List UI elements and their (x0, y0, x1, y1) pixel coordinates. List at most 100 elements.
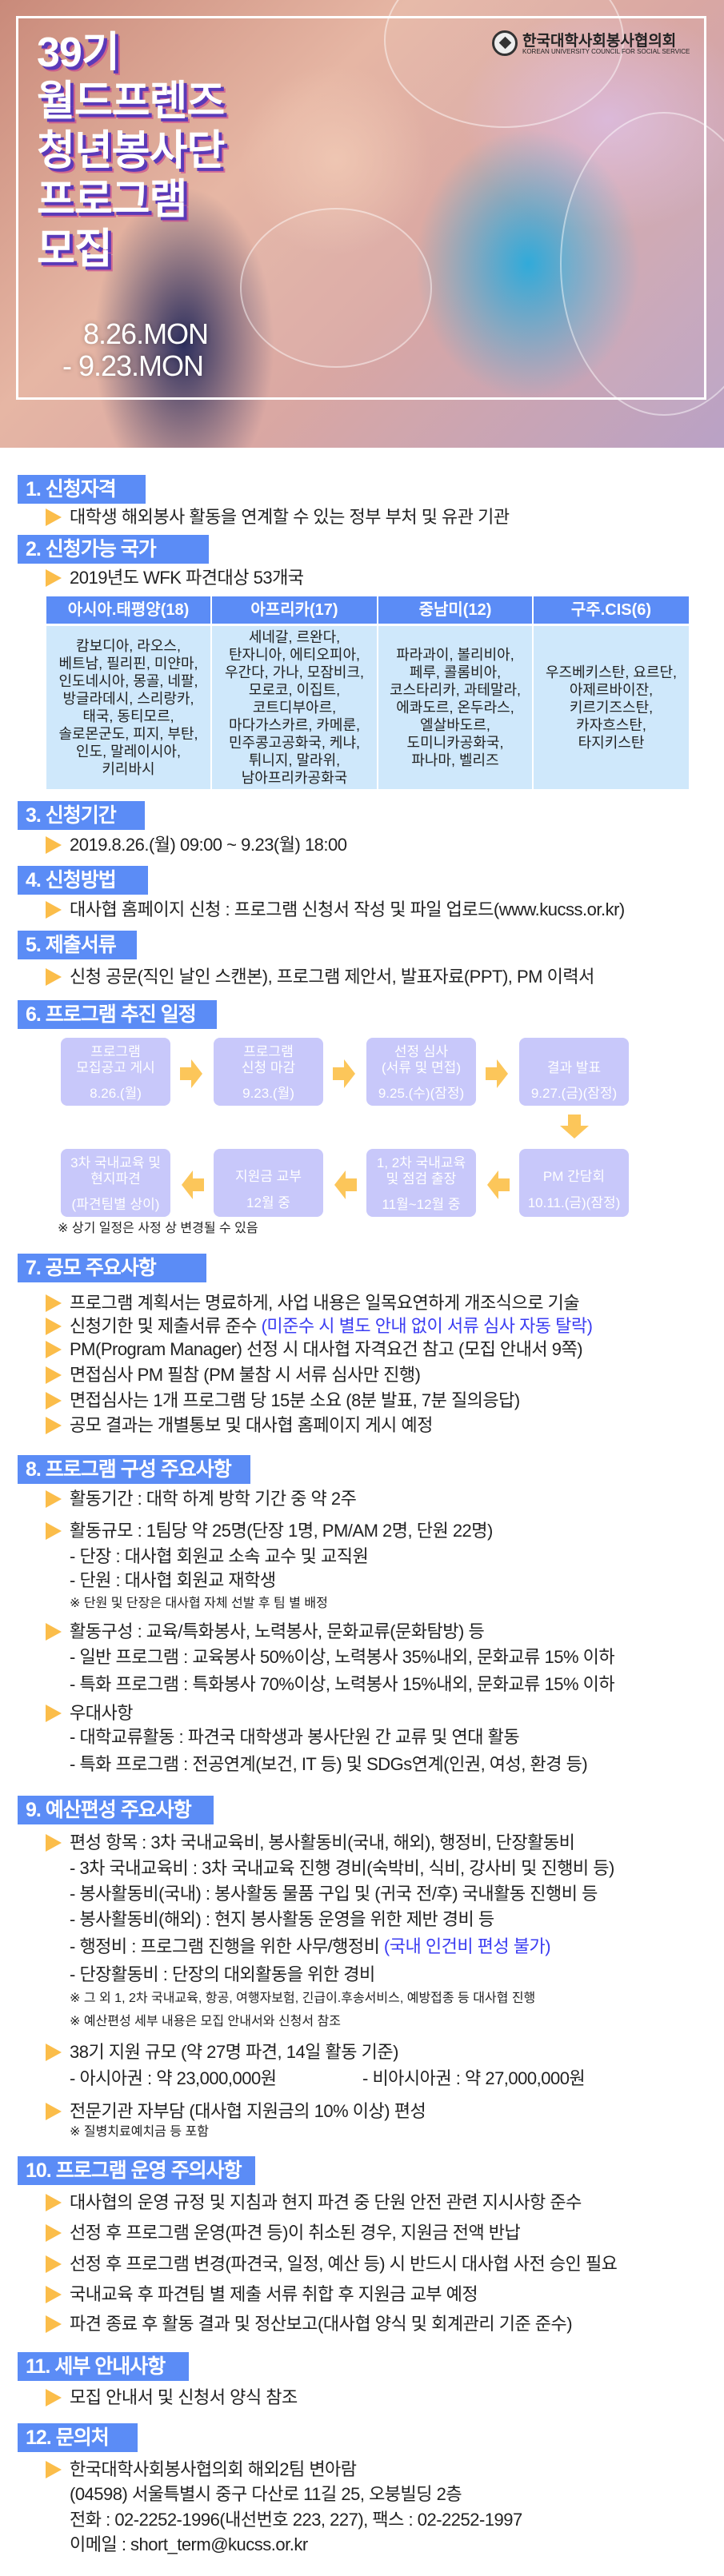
logo-korean: 한국대학사회봉사협의회 (522, 33, 677, 50)
country-line: 파라과이, 볼리비아, (396, 647, 514, 663)
country-line: 우간다, 가나, 모잠비크, (224, 664, 365, 680)
bullet-text: 활동기간 : 대학 하계 방학 기간 중 약 2주 (70, 1489, 357, 1509)
bubble-decoration (560, 112, 724, 416)
sub-item: - 특화 프로그램 : 전공연계(보건, IT 등) 및 SDGs연계(인권, … (70, 1754, 588, 1774)
table-cell: 세네갈, 르완다,탄자니아, 에티오피아,우간다, 가나, 모잠비크,모로코, … (212, 626, 378, 789)
bullet-text: 대사협의 운영 규정 및 지침과 현지 파견 중 단원 안전 관련 지시사항 준… (70, 2192, 582, 2212)
country-line: 인도네시아, 몽골, 네팔, (58, 673, 198, 689)
country-line: 태국, 동티모르, (82, 708, 174, 724)
country-line: 마다가스카르, 카메룬, (228, 717, 361, 733)
country-line: 인도, 말레이시아, (76, 744, 181, 760)
step-label: 3차 국내교육 및 (70, 1155, 161, 1170)
sub-item: - 단원 : 대사협 회원교 재학생 (70, 1570, 276, 1590)
country-line: 모로코, 이집트, (248, 682, 341, 698)
country-line: 엘살바도르, (420, 717, 490, 733)
schedule-step: 결과 발표 9.27.(금)(잠정) (519, 1038, 629, 1106)
bullet-triangle-icon (46, 2044, 62, 2061)
bullet-triangle-icon (46, 2194, 62, 2211)
warning-text: (국내 인건비 편성 불가) (383, 1936, 551, 1956)
section-header-details: 11. 세부 안내사항 (18, 2352, 189, 2381)
step-date: 9.27.(금)(잠정) (530, 1086, 618, 1101)
bullet-triangle-icon (46, 1294, 62, 1312)
step-label: 현지파견 (90, 1171, 141, 1186)
hero-date-start: 8.26.MON (83, 317, 209, 350)
section-header-notice: 7. 공모 주요사항 (18, 1254, 206, 1282)
arrow-left-icon (486, 1170, 510, 1199)
bullet-triangle-icon (46, 1341, 62, 1358)
step-label: (서류 및 면접) (382, 1060, 461, 1075)
section-header-operation: 10. 프로그램 운영 주의사항 (18, 2156, 255, 2185)
bullet-text: 면접심사는 1개 프로그램 당 15분 소요 (8분 발표, 7분 질의응답) (70, 1390, 520, 1410)
section-header-period: 3. 신청기간 (18, 801, 145, 830)
section-header-contact: 12. 문의처 (18, 2423, 138, 2452)
hero-frame (16, 16, 706, 400)
bullet-triangle-icon (46, 2461, 62, 2478)
logo-english: KOREAN UNIVERSITY COUNCIL FOR SOCIAL SER… (522, 48, 690, 55)
bullet-text: 2019.8.26.(월) 09:00 ~ 9.23(월) 18:00 (70, 835, 347, 855)
arrow-left-icon (180, 1170, 204, 1199)
country-line: 카자흐스탄, (576, 717, 646, 733)
step-date: 8.26.(월) (90, 1086, 142, 1101)
sub-item: - 단장활동비 : 단장의 대외활동을 위한 경비 (70, 1964, 375, 1984)
sub-item: - 봉사활동비(국내) : 봉사활동 물품 구입 및 (귀국 전/후) 국내활동… (70, 1884, 598, 1904)
bullet-text: 우대사항 (70, 1703, 133, 1723)
step-label: 신청 마감 (241, 1060, 296, 1075)
contact-address: (04598) 서울특별시 중구 다산로 11길 25, 오붕빌딩 2층 (70, 2484, 462, 2504)
section-header-budget: 9. 예산편성 주요사항 (18, 1796, 214, 1824)
country-line: 에콰도르, 온두라스, (396, 700, 514, 716)
contact-phone: 전화 : 02-2252-1996(내선번호 223, 227), 팩스 : 0… (70, 2510, 522, 2530)
arrow-right-icon (333, 1059, 357, 1088)
country-line: 솔로몬군도, 피지, 부탄, (58, 726, 198, 742)
bullet-text: 38기 지원 규모 (약 27명 파견, 14일 활동 기준) (70, 2042, 398, 2062)
table-header: 아프리카(17) (212, 596, 378, 624)
bullet-triangle-icon (46, 2224, 62, 2242)
note: ※ 그 외 1, 2차 국내교육, 항공, 여행자보험, 긴급이.후송서비스, … (70, 1992, 536, 2005)
country-line: 탄자니아, 에티오피아, (228, 647, 361, 663)
step-date: 10.11.(금)(잠정) (527, 1195, 621, 1210)
country-line: 아제르바이잔, (569, 682, 654, 698)
section-header-eligibility: 1. 신청자격 (18, 475, 146, 504)
bullet-triangle-icon (46, 1623, 62, 1641)
hero-date-end: - 9.23.MON (62, 349, 204, 382)
sub-item: - 아시아권 : 약 23,000,000원 (70, 2068, 277, 2088)
country-line: 파나마, 벨리즈 (411, 752, 499, 768)
bullet-triangle-icon (46, 1490, 62, 1508)
country-line: 코트디부아르, (252, 700, 337, 716)
bullet-text: 전문기관 자부담 (대사협 지원금의 10% 이상) 편성 (70, 2101, 426, 2121)
arrow-left-icon (333, 1170, 357, 1199)
sub-item: - 비아시아권 : 약 27,000,000원 (362, 2068, 586, 2088)
step-label: 선정 심사 (394, 1044, 449, 1059)
step-label: PM 간담회 (542, 1169, 606, 1184)
bullet-triangle-icon (46, 968, 62, 986)
table-cell: 파라과이, 볼리비아,페루, 콜롬비아,코스타리카, 과테말라,에콰도르, 온두… (378, 626, 534, 789)
bullet-triangle-icon (46, 1318, 62, 1335)
bullet-text: 2019년도 WFK 파견대상 53개국 (70, 568, 304, 588)
seal-icon (492, 30, 518, 56)
bullet-text: 면접심사 PM 필참 (PM 불참 시 서류 심사만 진행) (70, 1365, 421, 1385)
country-line: 도미니카공화국, (406, 735, 504, 751)
arrow-down-icon (560, 1115, 589, 1138)
schedule-step: 선정 심사(서류 및 면접)9.25.(수)(잠정) (366, 1038, 476, 1106)
hero-title-line: 39기 (37, 30, 120, 76)
bullet-triangle-icon (46, 836, 62, 854)
country-line: 민주콩고공화국, 케냐, (228, 735, 361, 751)
countries-table: 아시아.태평양(18) 아프리카(17) 중남미(12) 구주.CIS(6) 캄… (46, 596, 689, 789)
schedule-note: ※ 상기 일정은 사정 상 변경될 수 있음 (58, 1222, 258, 1235)
bullet-triangle-icon (46, 2389, 62, 2407)
step-date: (파견팀별 상이) (71, 1197, 160, 1212)
note: ※ 질병치료예치금 등 포함 (70, 2125, 209, 2139)
step-label: 결과 발표 (546, 1060, 602, 1075)
bullet-text: 공모 결과는 개별통보 및 대사협 홈페이지 게시 예정 (70, 1415, 433, 1435)
step-label: 모집공고 게시 (76, 1060, 155, 1075)
bullet-text: 국내교육 후 파견팀 별 제출 서류 취합 후 지원금 교부 예정 (70, 2284, 478, 2304)
schedule-step: PM 간담회 10.11.(금)(잠정) (519, 1149, 629, 1217)
contact-email[interactable]: 이메일 : short_term@kucss.or.kr (70, 2534, 308, 2554)
arrow-right-icon (180, 1059, 204, 1088)
bullet-triangle-icon (46, 1705, 62, 1722)
step-date: 11월~12월 중 (382, 1197, 461, 1212)
step-date: 12월 중 (246, 1195, 290, 1210)
